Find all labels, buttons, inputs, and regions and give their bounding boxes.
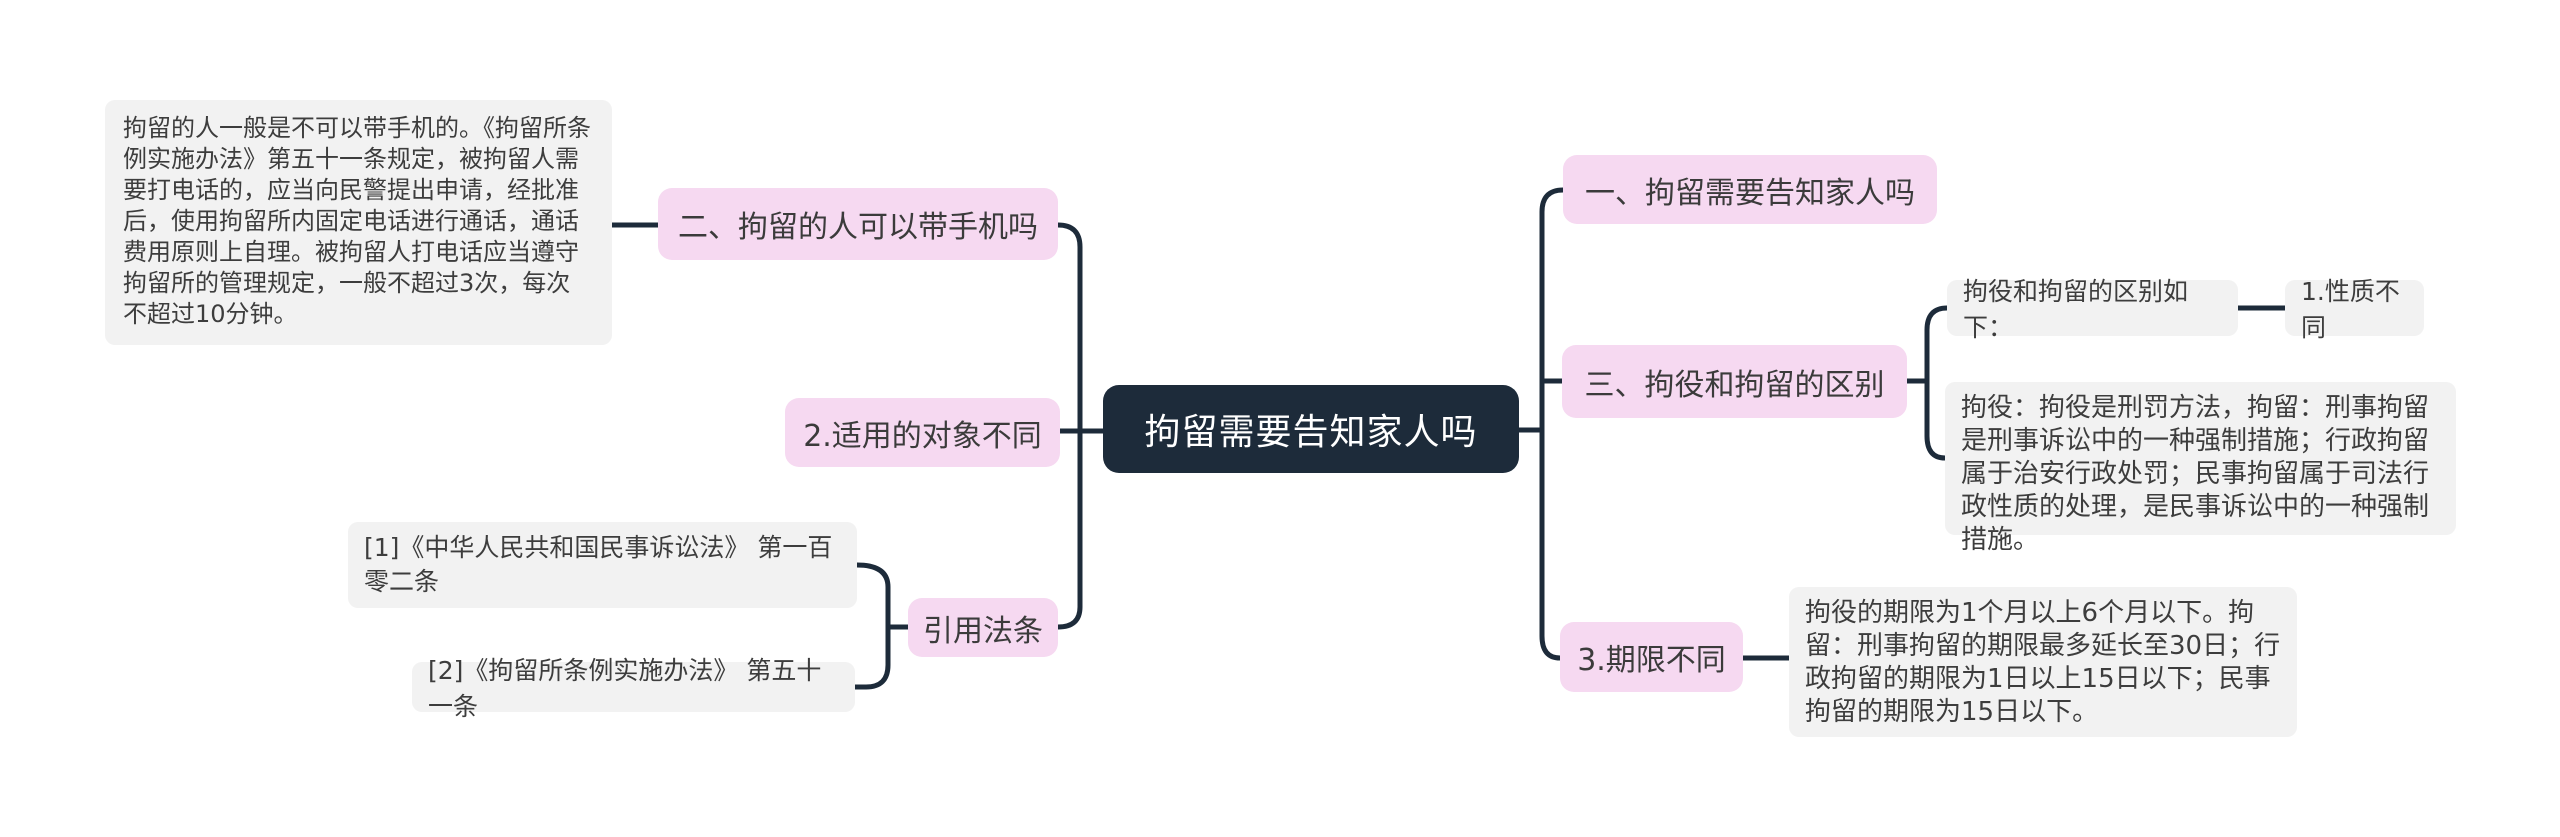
note-citation-1: [1]《中华人民共和国民事诉讼法》 第一百零二条: [348, 522, 857, 608]
note-duration-detail: 拘役的期限为1个月以上6个月以下。拘留：刑事拘留的期限最多延长至30日；行政拘留…: [1789, 587, 2297, 737]
branch-phone-allowed[interactable]: 二、拘留的人可以带手机吗: [658, 188, 1058, 260]
branch-applicable-target[interactable]: 2.适用的对象不同: [785, 398, 1060, 467]
note-phone-rules: 拘留的人一般是不可以带手机的。《拘留所条例实施办法》第五十一条规定，被拘留人需要…: [105, 100, 612, 345]
branch-cited-laws[interactable]: 引用法条: [908, 598, 1058, 657]
note-nature-difference: 1.性质不同: [2285, 277, 2424, 342]
branch-notify-family[interactable]: 一、拘留需要告知家人吗: [1563, 155, 1937, 224]
note-difference-intro: 拘役和拘留的区别如下：: [1947, 277, 2238, 342]
branch-detention-difference[interactable]: 三、拘役和拘留的区别: [1562, 345, 1907, 418]
branch-duration-difference[interactable]: 3.期限不同: [1560, 622, 1743, 692]
note-citation-2: [2]《拘留所条例实施办法》 第五十一条: [412, 656, 855, 721]
root-topic[interactable]: 拘留需要告知家人吗: [1103, 385, 1519, 473]
note-difference-detail: 拘役：拘役是刑罚方法，拘留：刑事拘留是刑事诉讼中的一种强制措施；行政拘留属于治安…: [1945, 382, 2456, 555]
